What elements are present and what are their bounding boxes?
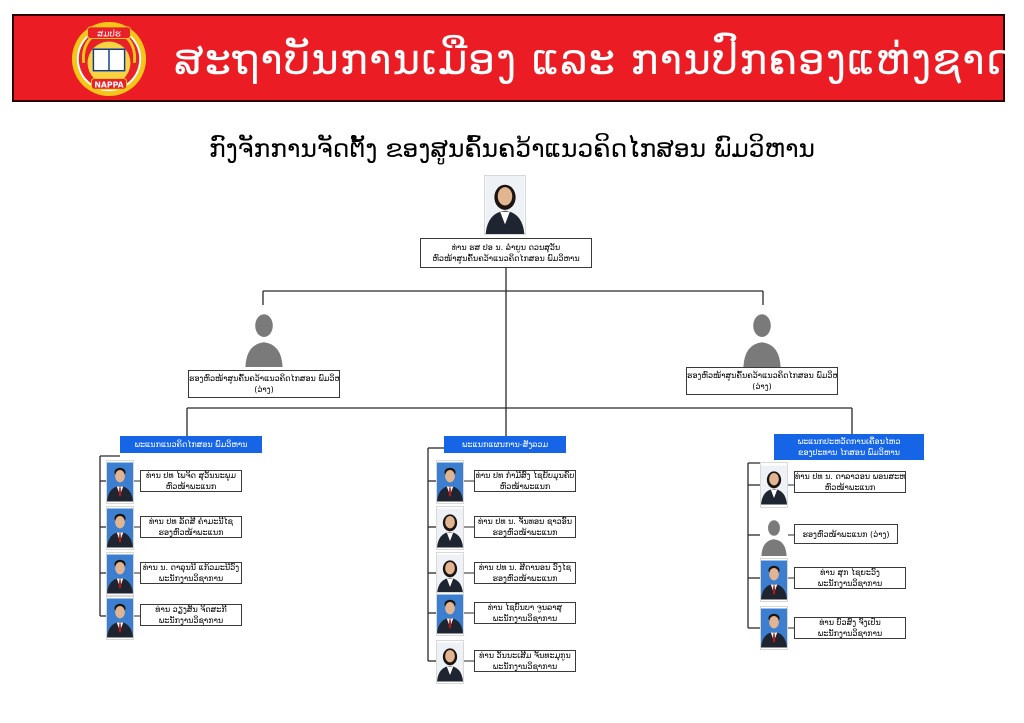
member-box: ທ່ານ ປທ ນ. ດາລາວອນ ພອນສະຫວັນຫົວໜ້າພະແນກ <box>794 471 906 493</box>
male-portrait-icon <box>761 560 787 600</box>
male-portrait-icon <box>107 598 133 638</box>
member-box: ທ່ານ ປທ ນ. ສີດານອນ ວົງໄຊຮອງຫົວໜ້າພະແນກ <box>474 562 576 584</box>
male-portrait-icon <box>107 554 133 594</box>
member-box: ທ່ານ ສຸກ ໄຊຍະວົງພະນັກງານວິຊາການ <box>794 567 906 589</box>
member-box: ທ່ານ ວຽງສັນ ຈິດສະກີພະນັກງານວິຊາການ <box>140 604 242 626</box>
male-portrait-icon <box>761 608 787 648</box>
female-portrait-icon <box>437 642 463 682</box>
director-photo <box>484 175 526 235</box>
female-portrait-icon <box>485 176 525 234</box>
deputy-right-photo <box>741 305 783 367</box>
header-banner: ສມປຮ NAPPA ສະຖາບັນການເມືອງ ແລະ ການປົກຄອງ… <box>12 14 1014 102</box>
member-box: ທ່ານ ນ. ດາລຸນນີ ແກ້ວມະນີວົງພະນັກງານວິຊາກ… <box>140 562 242 584</box>
member-box: ທ່ານ ປທ ກຳມີສົງ ໄຊຍັບມຸນຄົບຫົວໜ້າພະແນກ <box>474 470 576 492</box>
deputy-right-box: ຮອງຫົວໜ້າສູນຄົ້ນຄວ້າແນວຄິດໄກສອນ ພົມວິຫານ… <box>686 367 838 395</box>
member-photo <box>436 460 464 504</box>
person-silhouette-icon <box>243 305 285 367</box>
member-photo <box>436 640 464 684</box>
division-header-planning: ພະແນກແຜນການ-ສັງລວມ <box>444 436 566 453</box>
banner-title: ສະຖາບັນການເມືອງ ແລະ ການປົກຄອງແຫ່ງຊາດ <box>174 35 1015 84</box>
member-photo <box>436 552 464 596</box>
division-header-history: ພະແນກປະຫວັດການເຄື່ອນໄຫວ ຂອງປະທານ ໄກສອນ ພ… <box>774 434 924 460</box>
director-position: ຫົວໜ້າສູນຄົ້ນຄວ້າແນວຄິດໄກສອນ ພົມວິຫານ <box>432 254 580 263</box>
member-box: ທ່ານ ບົວສົງ ຈົງເປັນພະນັກງານວິຊາການ <box>794 617 906 639</box>
member-photo <box>106 552 134 596</box>
member-photo <box>760 606 788 650</box>
director-name: ທ່ານ ຮສ ປອ ນ. ລຳຍູນ ດວນສຸວັນ <box>451 243 561 252</box>
person-silhouette-icon <box>760 514 788 556</box>
member-box: ທ່ານ ປທ ໄພຈິດ ສຸວັນນະພູມຫົວໜ້າພະແນກ <box>140 470 242 492</box>
svg-text:NAPPA: NAPPA <box>94 80 123 89</box>
deputy-left-photo <box>243 305 285 367</box>
member-photo <box>760 462 788 508</box>
member-photo <box>106 460 134 504</box>
member-photo <box>106 596 134 640</box>
page-title: ກົງຈັກການຈັດຕັ້ງ ຂອງສູນຄົ້ນຄວ້າແນວຄິດໄກສ… <box>208 134 816 163</box>
nappa-logo-icon: ສມປຮ NAPPA <box>71 21 147 97</box>
deputy-left-box: ຮອງຫົວໜ້າສູນຄົ້ນຄວ້າແນວຄິດໄກສອນ ພົມວິຫານ… <box>188 370 340 398</box>
female-portrait-icon <box>437 508 463 548</box>
division-header-ideology: ພະແນກແນວຄິດໄກສອນ ພົມວິຫານ <box>120 436 262 453</box>
member-box: ທ່ານ ໄຊບົນບາ ຈູນລາສຸພະນັກງານວິຊາການ <box>474 602 576 624</box>
male-portrait-icon <box>107 508 133 548</box>
person-silhouette-icon <box>741 305 783 367</box>
member-photo <box>436 506 464 550</box>
female-portrait-icon <box>437 554 463 594</box>
member-photo <box>760 558 788 602</box>
member-photo <box>106 506 134 550</box>
female-portrait-icon <box>761 465 787 505</box>
member-photo <box>760 512 788 558</box>
member-photo <box>436 592 464 636</box>
member-box: ທ່ານ ປທ ນ. ຈັນທອນ ຊາວອົນຮອງຫົວໜ້າພະແນກ <box>474 516 576 538</box>
director-box: ທ່ານ ຮສ ປອ ນ. ລຳຍູນ ດວນສຸວັນ ຫົວໜ້າສູນຄົ… <box>420 238 592 268</box>
male-portrait-icon <box>437 462 463 502</box>
male-portrait-icon <box>437 594 463 634</box>
member-box: ທ່ານ ວັນນະເສີມ ຈັນທະມຸກູນພະນັກງານວິຊາການ <box>474 650 576 672</box>
svg-text:ສມປຮ: ສມປຮ <box>97 30 121 40</box>
male-portrait-icon <box>107 462 133 502</box>
member-box: ຮອງຫົວໜ້າພະແນກ (ວ່າງ) <box>794 524 898 544</box>
member-box: ທ່ານ ປທ ລັດສີ ຄຳມະນີໄຊຮອງຫົວໜ້າພະແນກ <box>140 516 242 538</box>
